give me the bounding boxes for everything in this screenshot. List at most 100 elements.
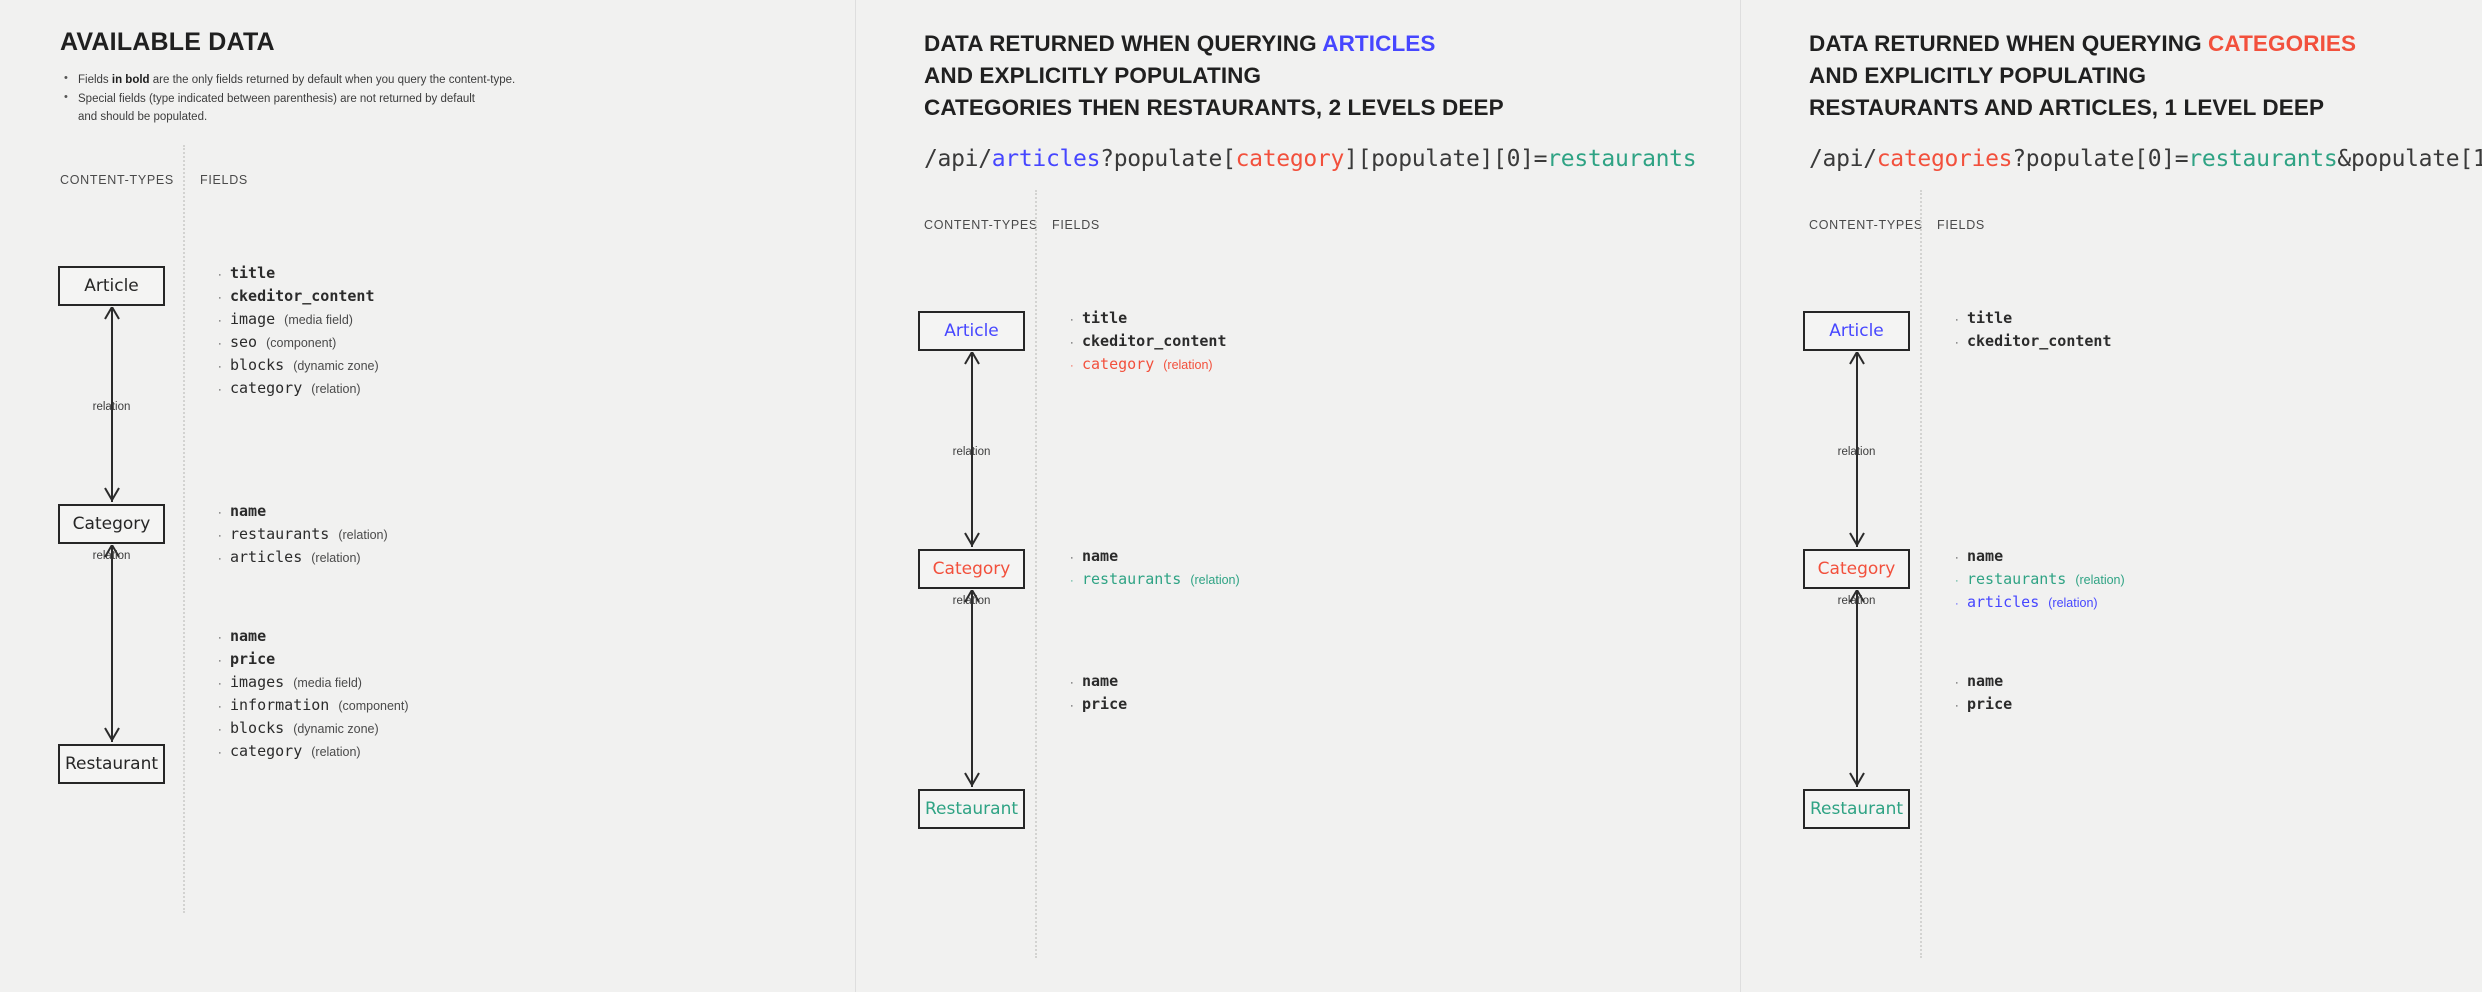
title-segment: ARTICLES — [1322, 31, 1436, 56]
field-list-restaurant: ·name·price·images(media field)·informat… — [218, 628, 409, 767]
field-row: ·restaurants(relation) — [1070, 569, 1240, 588]
title-line: AND EXPLICITLY POPULATING — [1809, 60, 2482, 92]
title-line: AND EXPLICITLY POPULATING — [924, 60, 1740, 92]
field-name: ckeditor_content — [1082, 331, 1227, 350]
field-type: (dynamic zone) — [293, 721, 379, 736]
content-type-box-article[interactable]: Article — [1803, 310, 1910, 351]
content-type-box-article[interactable]: Article — [58, 265, 165, 306]
field-name: restaurants — [1082, 569, 1182, 588]
bullet-dot-icon: · — [218, 360, 222, 373]
relation-arrow — [963, 351, 980, 547]
bullet-dot-icon: · — [1070, 336, 1074, 349]
field-row: ·title — [1070, 308, 1227, 327]
relation-label: relation — [92, 400, 131, 413]
field-name: title — [230, 263, 276, 282]
field-row: ·category(relation) — [218, 741, 409, 760]
bullet-dot-icon: · — [218, 700, 222, 713]
bullet-dot-icon: · — [218, 631, 222, 644]
field-row: ·title — [1955, 310, 2112, 326]
field-row: ·category(relation) — [218, 380, 379, 396]
content-type-box-restaurant[interactable]: Restaurant — [918, 788, 1025, 829]
field-name: name — [1967, 546, 2004, 565]
bullet-dot-icon: · — [1070, 699, 1074, 712]
relation-label: relation — [952, 445, 991, 458]
field-name: blocks — [230, 718, 285, 737]
content-type-box-article[interactable]: Article — [918, 310, 1025, 351]
bullet-dot-icon: · — [218, 506, 222, 519]
content-type-box-category[interactable]: Category — [1803, 548, 1910, 589]
column-header-fields: FIELDS — [1052, 217, 1100, 232]
field-name: title — [1082, 308, 1128, 327]
content-type-box-restaurant[interactable]: Restaurant — [1803, 788, 1910, 829]
arrowhead-up-icon — [1848, 589, 1865, 606]
bullet-dot-icon: · — [1955, 313, 1959, 326]
bullet-dot-icon: · — [218, 746, 222, 759]
column-header-content-types: CONTENT-TYPES — [60, 172, 174, 187]
field-name: price — [1967, 694, 2013, 713]
column-header-content-types: CONTENT-TYPES — [924, 217, 1038, 232]
field-name: seo — [230, 332, 258, 351]
title-segment: DATA RETURNED WHEN QUERYING — [924, 31, 1323, 56]
field-name: images — [230, 672, 285, 691]
field-type: (relation) — [311, 381, 361, 396]
field-name: category — [230, 741, 303, 760]
field-list-restaurant: ·name·price — [1070, 673, 1128, 720]
column-divider — [1035, 189, 1037, 958]
content-type-box-category[interactable]: Category — [918, 548, 1025, 589]
field-row: ·blocks(dynamic zone) — [218, 718, 409, 737]
title-segment: CATEGORIES — [2208, 31, 2357, 56]
field-name: articles — [230, 547, 303, 566]
api-endpoint: /api/categories?populate[0]=restaurants&… — [1809, 146, 2482, 172]
field-name: information — [230, 695, 330, 714]
arrowhead-down-icon — [103, 487, 120, 503]
field-row: · price — [1070, 694, 1128, 713]
field-name: ckeditor_content — [230, 286, 375, 305]
api-segment: ?populate[0]= — [2012, 145, 2189, 172]
field-row: ·name — [218, 503, 388, 519]
field-type: (dynamic zone) — [293, 358, 379, 373]
field-name: blocks — [230, 355, 285, 374]
bullet-dot-icon: · — [1955, 597, 1959, 610]
api-segment: restaurants — [2188, 145, 2338, 172]
bullet-text-pre: Special fields (type indicated between p… — [78, 92, 475, 105]
bullet-dot-icon: · — [218, 677, 222, 690]
arrowhead-up-icon — [963, 589, 980, 606]
content-type-box-category[interactable]: Category — [58, 503, 165, 544]
field-row: ·category(relation) — [1070, 354, 1227, 373]
field-name: image — [230, 309, 276, 328]
field-name: price — [1082, 694, 1128, 713]
bullet-dot-icon: · — [1070, 551, 1074, 564]
content-type-box-restaurant[interactable]: Restaurant — [58, 743, 165, 784]
title-segment: RESTAURANTS AND ARTICLES, 1 LEVEL DEEP — [1809, 94, 2325, 120]
title-line: DATA RETURNED WHEN QUERYING ARTICLES — [924, 28, 1740, 60]
legend-bullet-continuation: and should be populated. — [60, 108, 855, 127]
bullet-dot-icon: · — [1955, 551, 1959, 564]
relation-arrow — [1848, 351, 1865, 547]
relation-label: relation — [92, 549, 131, 562]
bullet-dot-icon: · — [1955, 336, 1959, 349]
api-segment: categories — [1876, 145, 2013, 172]
bullet-dot-icon: · — [218, 314, 222, 327]
api-segment: &populate[1]= — [2337, 145, 2482, 172]
field-name: category — [1082, 354, 1155, 373]
field-list-article: ·title ·ckeditor_content — [1955, 310, 2112, 357]
field-list-article: ·title·ckeditor_content·image(media fiel… — [218, 263, 379, 404]
field-row: ·articles(relation) — [218, 547, 388, 566]
api-segment: articles — [991, 145, 1101, 172]
field-name: price — [230, 649, 276, 668]
field-type: (relation) — [311, 550, 361, 565]
field-list-category: ·name·restaurants(relation)·articles(rel… — [1955, 546, 2125, 618]
bullet-dot-icon: · — [218, 529, 222, 542]
arrowhead-up-icon — [103, 544, 120, 561]
field-row: ·ckeditor_content — [1955, 333, 2112, 349]
field-list-category: ·name·restaurants(relation)·articles(rel… — [218, 503, 388, 573]
field-row: ·price — [1955, 694, 2013, 713]
bullet-dot-icon: · — [1070, 359, 1074, 372]
legend-bullet: Special fields (type indicated between p… — [60, 89, 855, 109]
